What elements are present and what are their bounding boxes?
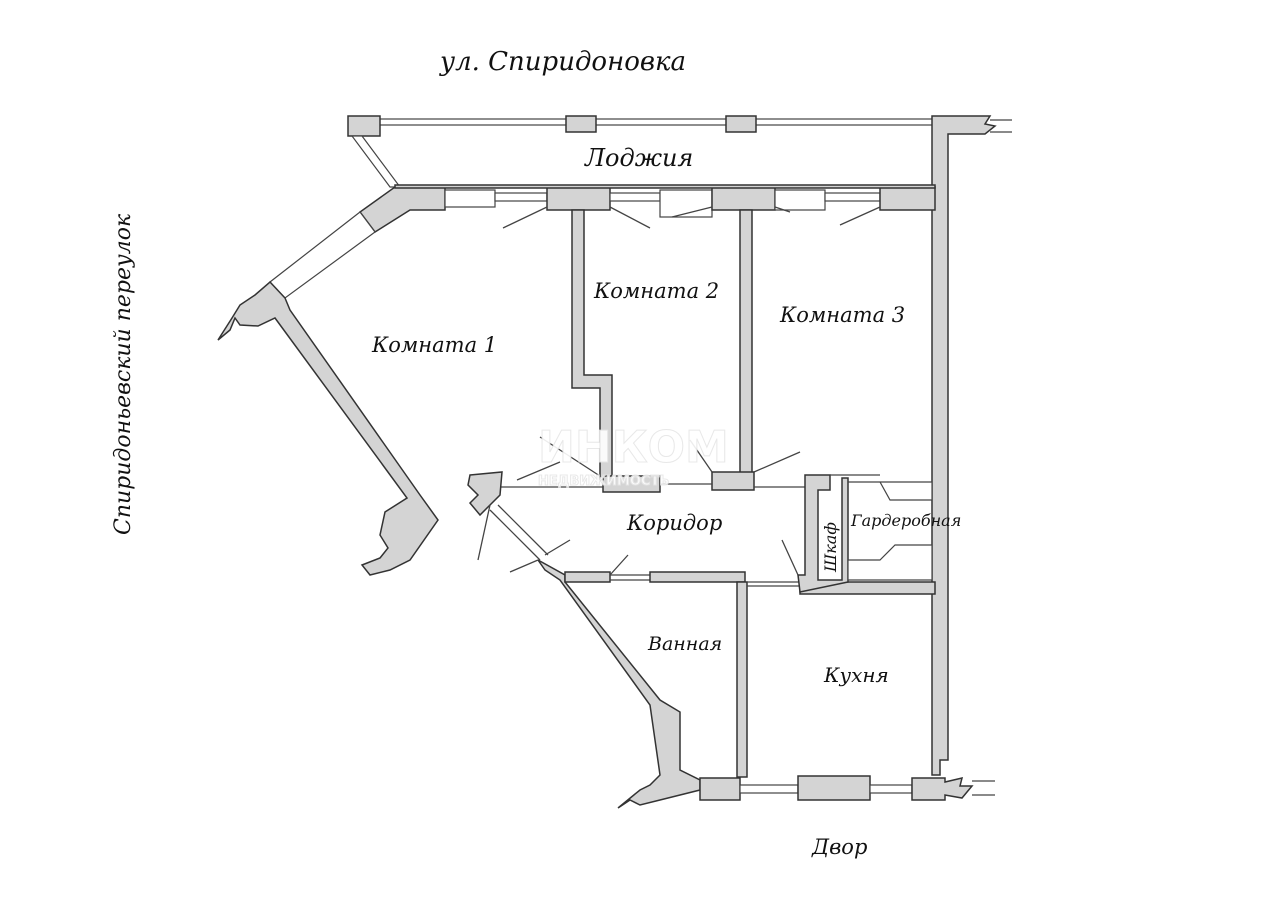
door-swings	[477, 206, 881, 576]
corridor-left-wall	[467, 471, 503, 517]
door-block	[711, 471, 755, 491]
wardrobe-label: Гардеробная	[850, 511, 961, 530]
bathroom-label: Ванная	[647, 633, 722, 655]
bathroom-right-wall	[736, 581, 748, 778]
room3-wall	[739, 209, 753, 481]
bathroom-top-wall	[564, 571, 611, 583]
partition	[610, 574, 650, 581]
room1-label: Комната 1	[371, 333, 497, 357]
yard-label: Двор	[811, 835, 867, 859]
exterior-wall-left	[217, 280, 439, 576]
kitchen-label: Кухня	[823, 663, 889, 687]
wall-break	[990, 119, 1012, 133]
room2-label: Комната 2	[593, 279, 719, 303]
loggia-outline	[347, 115, 936, 188]
bathroom-left-wall	[537, 559, 701, 809]
diagonal-window	[269, 211, 376, 299]
street-top-label: ул. Спиридоновка	[439, 47, 686, 77]
street-left-label: Спиридоньевский переулок	[111, 213, 136, 535]
svg-text:НЕДВИЖИМОСТЬ: НЕДВИЖИМОСТЬ	[538, 474, 669, 489]
exterior-wall-right	[931, 115, 997, 776]
partition	[747, 581, 800, 587]
rooms-top-wall	[358, 184, 936, 234]
bathroom-top-wall	[649, 571, 746, 583]
room3-label: Комната 3	[779, 303, 905, 327]
watermark-logo: ИНКОМ НЕДВИЖИМОСТЬ	[538, 422, 730, 490]
closet-label: Шкаф	[821, 522, 840, 573]
corridor-top-partition	[500, 483, 805, 488]
loggia-label: Лоджия	[584, 144, 693, 172]
svg-text:ИНКОМ: ИНКОМ	[538, 422, 729, 473]
bottom-wall	[699, 775, 995, 801]
corridor-label: Коридор	[626, 511, 722, 535]
partition	[489, 504, 549, 561]
wardrobe-shelves	[847, 481, 933, 581]
